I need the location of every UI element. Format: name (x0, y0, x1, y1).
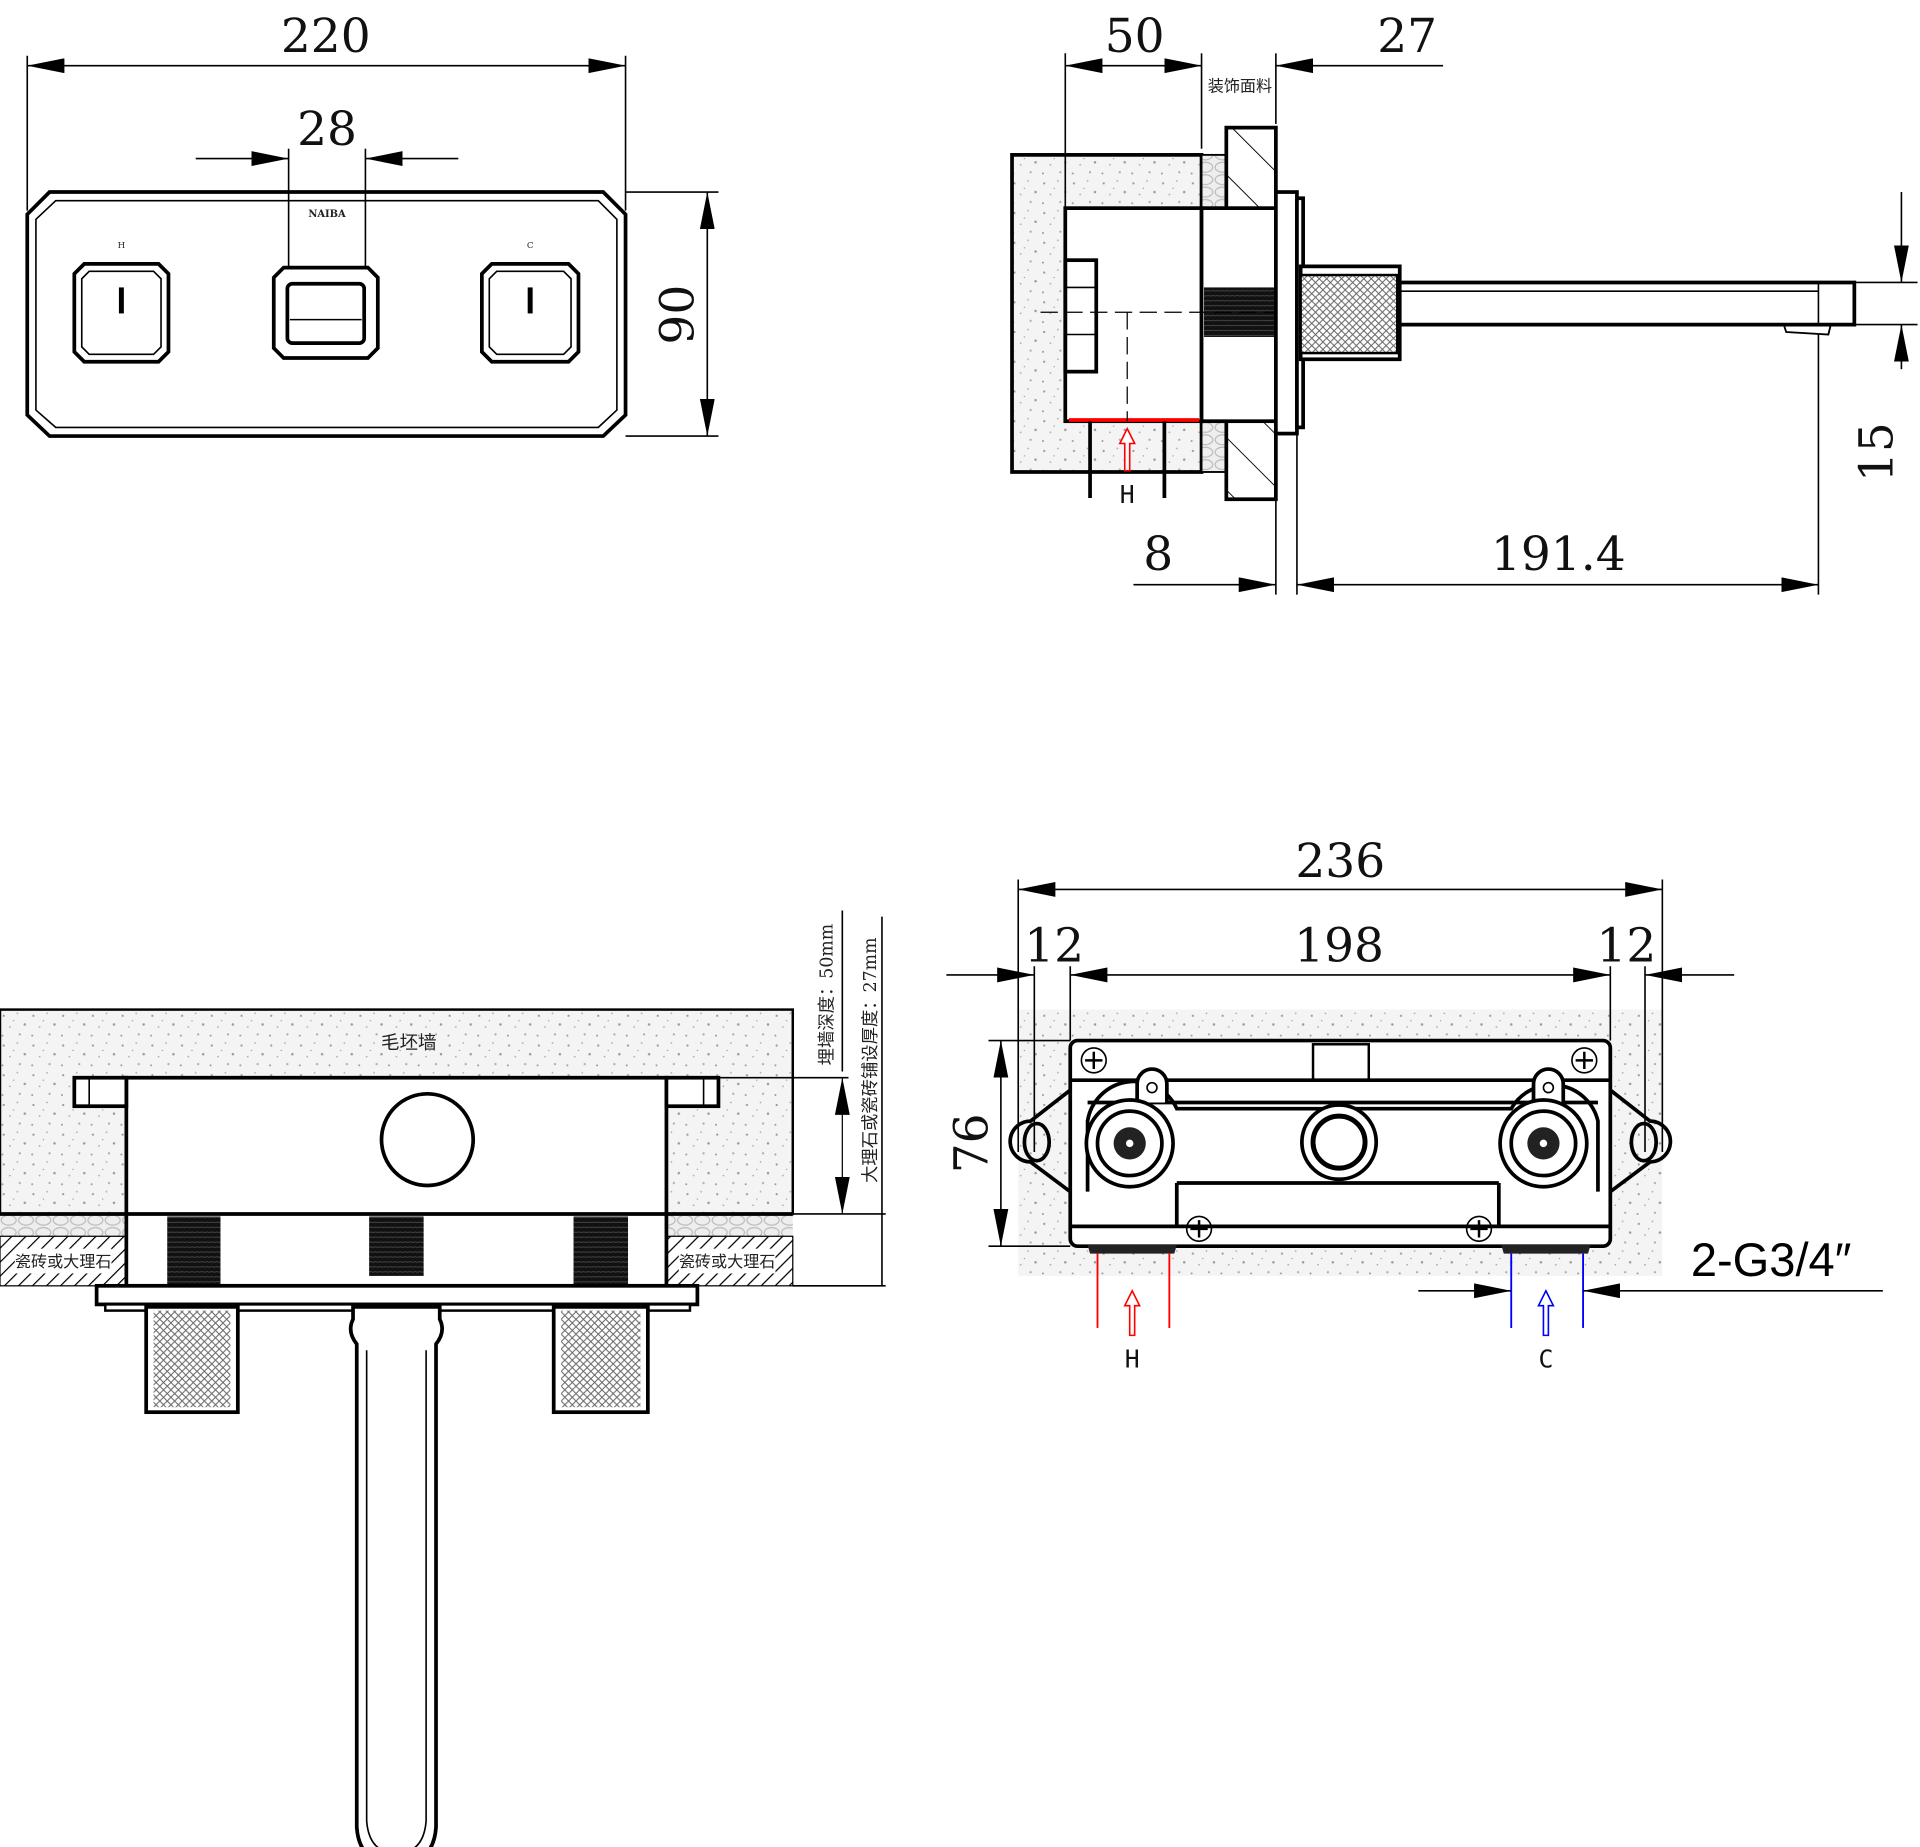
front-view: 220 28 NAIBA H C 90 (25, 9, 719, 438)
cold-handle[interactable] (480, 262, 581, 364)
embed-depth-note: 埋墙深度：50mm (817, 924, 837, 1066)
center-outlet-port (1300, 1103, 1379, 1182)
height-dim-label: 90 (651, 285, 706, 345)
tile-label-right: 瓷砖或大理石 (679, 1252, 776, 1271)
cover-label: 装饰面料 (1208, 77, 1272, 96)
valve-body-view: H C 2-G3/4″ 236 12 198 12 76 (944, 834, 1883, 1374)
side-inlet-label: H (1120, 480, 1135, 509)
cover-plate (25, 190, 628, 438)
depth-dim-label: 50 (1105, 9, 1165, 64)
right-margin-dim-label: 12 (1596, 918, 1656, 973)
total-width-dim-label: 236 (1295, 834, 1385, 889)
spout-height-dim-label: 15 (1850, 422, 1905, 482)
hot-inlet-port (1084, 1098, 1175, 1189)
diverter-handle[interactable] (271, 265, 380, 360)
left-margin-dim-label: 12 (1024, 918, 1084, 973)
hot-mark: H (118, 241, 126, 251)
hot-label: H (1125, 1345, 1140, 1374)
tile-thickness-note: 大理石或瓷砖铺设厚度：27mm (861, 937, 881, 1183)
spout-front (348, 1305, 444, 1847)
cold-mark: C (527, 241, 534, 251)
wall-label: 毛坯墙 (381, 1033, 437, 1054)
spout-dim-label: 191.4 (1491, 527, 1626, 582)
screw-icons (1080, 1047, 1598, 1243)
width-dim-label: 220 (281, 9, 371, 64)
hot-handle[interactable] (72, 262, 171, 364)
cold-label: C (1538, 1345, 1553, 1374)
center-dim-label: 198 (1294, 918, 1384, 973)
brand-logo: NAIBA (308, 209, 346, 220)
height-dim-label-76: 76 (944, 1113, 999, 1173)
cold-inlet-port (1498, 1098, 1589, 1189)
handle-dim-label: 28 (297, 102, 357, 157)
tile-label-left: 瓷砖或大理石 (15, 1252, 112, 1271)
install-section: 瓷砖或大理石 瓷砖或大理石 毛坯墙 埋墙深度：50mm 大理石或瓷砖铺设厚度：2… (0, 910, 886, 1847)
thread-spec-label: 2-G3/4″ (1691, 1233, 1852, 1286)
side-view: H 50 27 装饰面料 8 191.4 15 (1010, 9, 1918, 595)
gap-dim-label: 8 (1143, 527, 1173, 582)
cover-dim-label: 27 (1377, 9, 1437, 64)
spout (1397, 280, 1857, 327)
